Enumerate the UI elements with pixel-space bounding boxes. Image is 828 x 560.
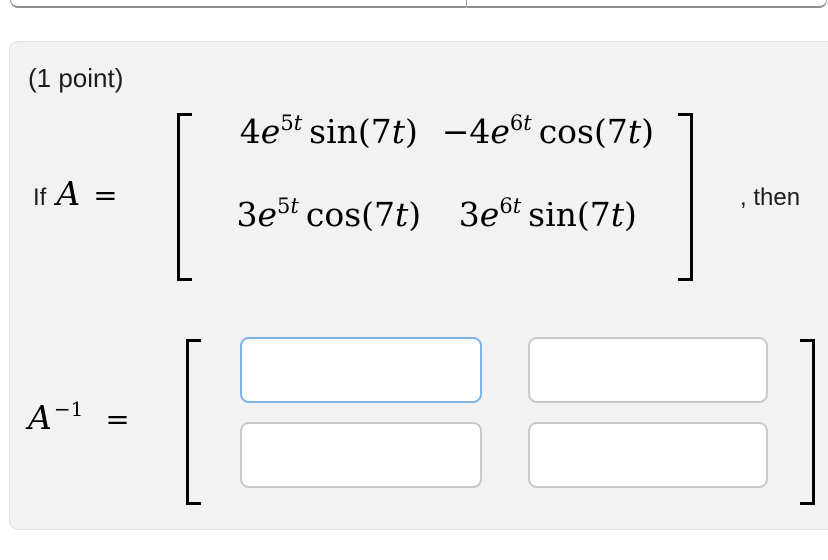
exponent-variable: t — [290, 194, 299, 218]
matrix-a-inverse-symbol: A — [28, 398, 52, 437]
exponent: 5t — [280, 111, 302, 135]
exponent-variable: t — [293, 111, 303, 135]
coefficient: 3 — [458, 195, 480, 234]
argument-variable: t — [627, 112, 642, 151]
trig-function: cos(7 — [305, 195, 396, 234]
answer-matrix — [186, 337, 815, 505]
if-label: If — [33, 184, 47, 211]
argument-variable: t — [610, 195, 625, 234]
exponent-variable: t — [523, 111, 532, 135]
exponent-variable: t — [512, 194, 522, 218]
then-label: , then — [740, 184, 801, 211]
open-bracket — [186, 339, 201, 505]
coefficient: 3 — [236, 195, 258, 234]
euler-e: e — [490, 112, 510, 151]
exponent-number: 5 — [280, 111, 294, 135]
trig-function: sin(7 — [309, 112, 392, 151]
close-bracket — [678, 113, 693, 281]
answer-input-r2c2[interactable] — [528, 422, 768, 488]
argument-variable: t — [395, 195, 409, 234]
euler-e: e — [257, 195, 278, 234]
exponent: 5t — [277, 194, 299, 218]
coefficient: 4 — [239, 112, 261, 151]
euler-e: e — [479, 195, 500, 234]
points-label: (1 point) — [28, 63, 124, 93]
exponent-number: 5 — [277, 194, 291, 218]
exponent: 6t — [510, 111, 532, 135]
argument-variable: t — [391, 112, 406, 151]
equals-sign: = — [105, 402, 130, 436]
answer-equation: A −1 = — [28, 397, 130, 437]
open-bracket — [177, 113, 192, 281]
given-equation: If A = — [33, 174, 118, 213]
exponent-number: 6 — [509, 111, 524, 135]
top-button-fragment-right[interactable] — [466, 0, 827, 8]
close-paren: ) — [405, 112, 418, 151]
exponent: 6t — [499, 194, 521, 218]
answer-input-r2c1[interactable] — [240, 422, 482, 488]
matrix-a-symbol: A — [56, 174, 81, 213]
close-paren: ) — [408, 195, 422, 234]
coefficient: −4 — [441, 112, 491, 151]
close-paren: ) — [624, 195, 637, 234]
inverse-exponent: −1 — [53, 397, 84, 421]
trig-function: sin(7 — [528, 195, 611, 234]
close-paren: ) — [641, 112, 654, 151]
trig-function: cos(7 — [538, 112, 628, 151]
close-bracket — [800, 339, 815, 505]
euler-e: e — [260, 112, 281, 151]
answer-input-r1c1[interactable] — [240, 337, 482, 403]
exponent-number: 6 — [499, 194, 513, 218]
answer-input-r1c2[interactable] — [528, 337, 768, 403]
equals-sign: = — [93, 178, 118, 212]
top-button-fragment-left[interactable] — [10, 0, 467, 8]
